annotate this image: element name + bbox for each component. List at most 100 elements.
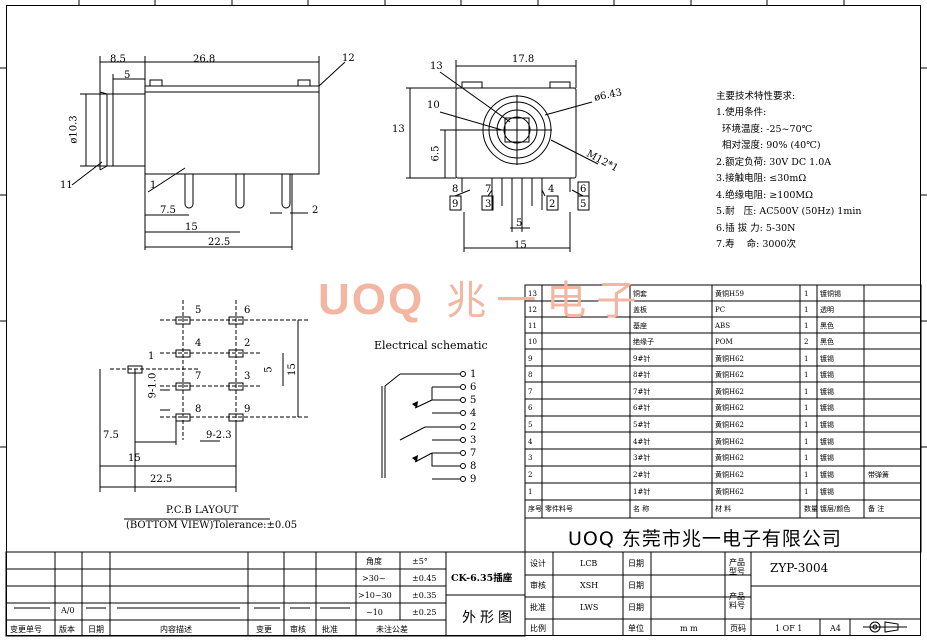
bom-cell: 镀锡 (820, 471, 834, 479)
rev-col: 变更单号 (10, 625, 42, 634)
schem-pin: 6 (470, 382, 477, 393)
review-label: 审核 (530, 581, 546, 590)
approve-label: 批准 (530, 603, 546, 612)
rev-col: 版本 (59, 625, 75, 634)
bom-cell: 12 (528, 306, 537, 314)
bom-cell: 铜套 (633, 290, 647, 298)
bom-header-cell: 名 称 (633, 505, 650, 513)
schem-pin: 3 (470, 435, 477, 446)
bom-cell: 1 (804, 488, 809, 496)
callout-3: 3 (485, 199, 492, 210)
pcb-dim-22-5: 22.5 (150, 474, 173, 485)
dim-front-15: 15 (514, 240, 527, 251)
tol-value: ±0.35 (412, 591, 437, 600)
bom-cell: 9 (528, 355, 533, 363)
date-label-1: 日期 (628, 559, 644, 568)
model-number: ZYP-3004 (770, 561, 829, 575)
tol-sign-label: 未注公差 (376, 625, 408, 634)
spec-line: 相对湿度: 90% (40℃) (716, 140, 821, 151)
callout-1: 1 (150, 180, 157, 191)
watermark-latin: UOQ (318, 275, 425, 324)
bom-cell: 黄铜H62 (715, 471, 745, 479)
tol-value: ±0.25 (412, 608, 437, 617)
pcb-layout (99, 300, 310, 520)
bom-cell: 1 (804, 454, 809, 462)
bom-cell: 镀锡 (820, 388, 834, 396)
pcb-subtitle: (BOTTOM VIEW)Tolerance:±0.05 (126, 520, 298, 531)
bom-cell: 5 (528, 421, 533, 429)
front-view (406, 60, 599, 252)
dim-side-3: 5 (124, 70, 131, 81)
schem-pin: 4 (470, 408, 477, 419)
bom-header-cell: 零件料号 (545, 505, 573, 513)
bom-cell: 镀锡 (820, 438, 834, 446)
bom-header-cell: 数量 (804, 505, 818, 513)
bom-cell: 黄铜H62 (715, 421, 745, 429)
callout-13: 13 (430, 61, 443, 72)
page-label: 页码 (730, 624, 746, 633)
approve-name: LWS (580, 603, 599, 612)
pcb-dim-5: 5 (263, 366, 275, 373)
bom-cell: 1 (804, 290, 809, 298)
bom-header-cell: 材 料 (715, 505, 732, 513)
dim-side-1: 8.5 (110, 54, 126, 65)
schem-pin: 8 (470, 461, 477, 472)
pcb-pin-9: 9 (244, 404, 251, 415)
schem-pin: 5 (470, 395, 477, 406)
bom-cell: 镀锡 (820, 404, 834, 412)
pcb-pin-2: 2 (244, 338, 251, 349)
bom-cell: 黄铜H62 (715, 371, 745, 379)
bom-header-cell: 序号 (528, 505, 542, 513)
design-name: LCB (580, 559, 598, 568)
product-model-label: 产品型号 (729, 558, 745, 576)
bom-cell: 2#针 (633, 471, 651, 479)
side-view (71, 56, 346, 250)
schematic (381, 371, 466, 482)
front-pin-boxes (449, 181, 590, 211)
bom-cell: 3 (528, 454, 533, 462)
rev-col: 批准 (322, 625, 338, 634)
rev-version: A/0 (61, 606, 75, 615)
title-block (5, 517, 922, 637)
bom-cell: 1 (804, 471, 809, 479)
rev-col: 内容描述 (160, 625, 192, 634)
bom-cell: 镀锡 (820, 371, 834, 379)
schematic-title: Electrical schematic (374, 339, 488, 352)
bom-cell: PC (715, 306, 726, 314)
dim-side-6: 15 (185, 222, 198, 233)
pcb-pin-4: 4 (195, 338, 202, 349)
schem-pin: 7 (470, 448, 477, 459)
schem-pin: 2 (470, 422, 477, 433)
bom-cell: 1 (804, 388, 809, 396)
bom-cell: 基座 (633, 322, 647, 330)
part-name: CK-6.35插座 (451, 573, 513, 584)
date-label-3: 日期 (628, 603, 644, 612)
pcb-dim-7-5: 7.5 (103, 430, 119, 441)
bom-cell: 镀锡 (820, 355, 834, 363)
bom-cell: 4#针 (633, 438, 651, 446)
bom-cell: 绝缘子 (633, 338, 654, 346)
spec-line: 1.使用条件: (716, 107, 767, 118)
bom-cell: 9#针 (633, 355, 651, 363)
bom-cell: 黄铜H62 (715, 388, 745, 396)
review-name: XSH (580, 581, 599, 590)
spec-line: 7.寿 命: 3000次 (716, 239, 797, 250)
bom-cell: 10 (528, 338, 537, 346)
bom-cell: 1 (804, 306, 809, 314)
tol-angle-value: ±5° (412, 557, 428, 566)
bom-cell: 8#针 (633, 371, 651, 379)
dim-side-4: ø10.3 (68, 115, 80, 144)
pcb-dim-15: 15 (286, 363, 298, 376)
bom-cell: 盖板 (633, 306, 647, 314)
spec-line: 环境温度: -25~70℃ (716, 123, 813, 135)
spec-line: 4.绝缘电阻: ≥100MΩ (716, 189, 813, 201)
bom-table (524, 284, 922, 519)
schem-pin: 9 (470, 474, 477, 485)
pcb-dim-9-1: 9-1.0 (147, 372, 159, 399)
tol-value: ±0.45 (412, 574, 437, 583)
callout-9: 9 (452, 199, 459, 210)
dim-front-h2: 6.5 (430, 145, 442, 162)
